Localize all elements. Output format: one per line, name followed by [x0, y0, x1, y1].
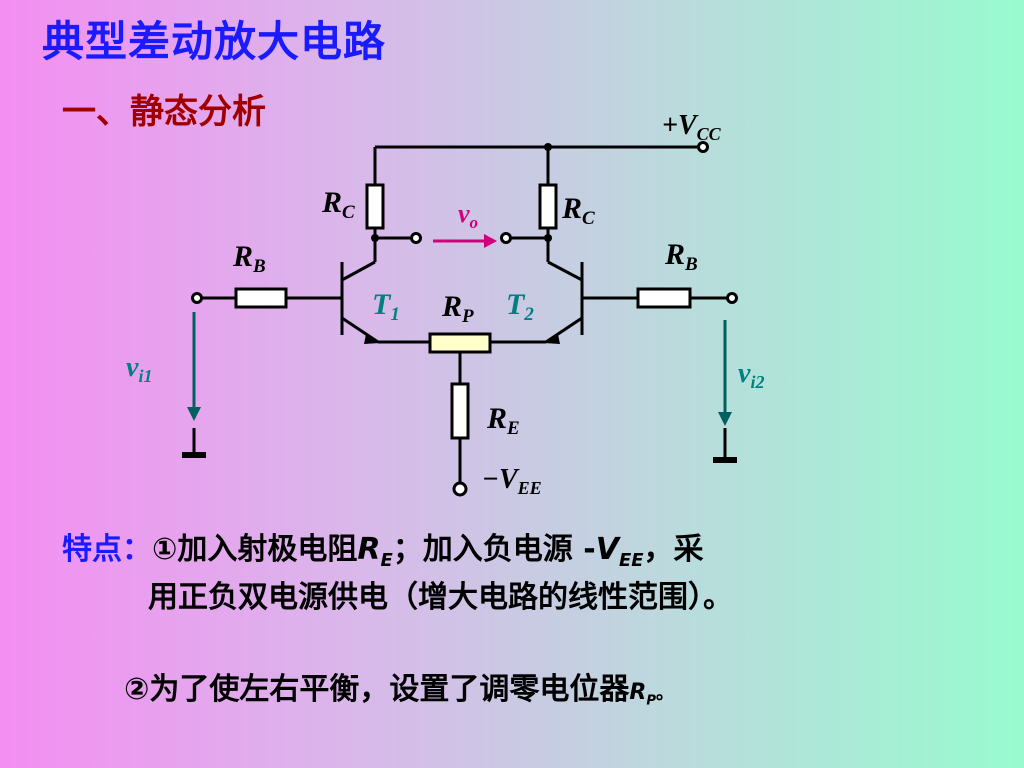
rb-right-resistor	[636, 287, 692, 309]
t1-emitter-arrow	[364, 334, 380, 344]
junction-dots	[371, 143, 552, 242]
rc-right-label: RC	[561, 192, 595, 229]
re-label: RE	[486, 402, 520, 439]
rc-left-label: RC	[321, 186, 355, 223]
vi1-arrow-head	[187, 407, 201, 421]
vi1-label: vi1	[126, 352, 152, 386]
features-line-3: ②为了使左右平衡，设置了调零电位器RP。	[124, 664, 674, 708]
vi2-arrow-head	[718, 412, 732, 426]
rb-right-label: RB	[664, 238, 698, 275]
page-title: 典型差动放大电路	[42, 17, 387, 66]
feature-1-text-a: ①加入射极电阻	[152, 532, 358, 567]
features-label: 特点：	[62, 532, 152, 567]
vee-label: −VEE	[482, 464, 542, 498]
feature-2-end: 。	[656, 683, 675, 704]
rc-left-resistor	[365, 183, 385, 230]
rp-symbol: RP	[629, 680, 657, 709]
re-resistor	[450, 382, 470, 440]
features-line-2: 用正负双电源供电（增大电路的线性范围）。	[148, 580, 733, 615]
rb-left-label: RB	[232, 240, 266, 277]
feature-2-text: ②为了使左右平衡，设置了调零电位器	[124, 672, 630, 707]
vcc-label: +VCC	[662, 110, 722, 144]
feature-1-text-c: ，采	[643, 532, 704, 567]
t2-emitter-arrow	[544, 334, 560, 344]
vi2-label: vi2	[738, 358, 764, 392]
rp-label: RP	[441, 290, 474, 327]
output-arrow-head	[484, 234, 497, 248]
t2-label: T2	[506, 288, 534, 325]
circuit-wires	[182, 145, 737, 482]
section-heading: 一、静态分析	[62, 92, 266, 132]
feature-1-text-b: ；加入负电源 -	[392, 532, 596, 567]
vee-symbol: VEE	[595, 532, 644, 571]
rp-potentiometer	[428, 332, 492, 354]
rb-left-resistor	[234, 287, 288, 309]
t1-label: T1	[372, 288, 400, 325]
terminals	[191, 141, 738, 497]
vo-label: vo	[458, 199, 478, 232]
differential-amplifier-circuit: +VCC RC RC vo RB RB T1 RP T2 vi1 vi2 RE …	[126, 110, 764, 498]
features-line-1: 特点：①加入射极电阻RE；加入负电源 -VEE，采	[62, 524, 704, 571]
rc-right-resistor	[538, 183, 558, 230]
re-symbol: RE	[357, 532, 393, 571]
